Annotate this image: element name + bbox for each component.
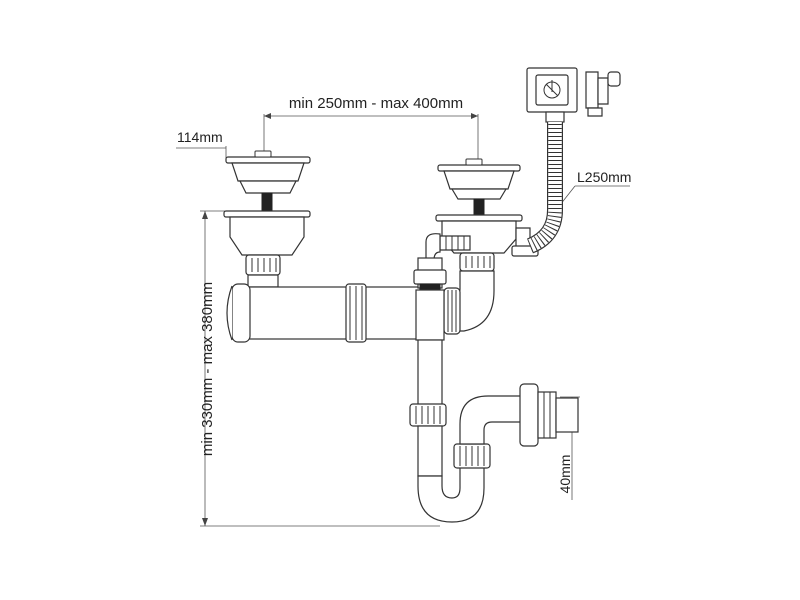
- right-strainer-assembly: [435, 158, 539, 272]
- overflow-hose: [526, 122, 563, 254]
- outlet-diameter-label: 40mm: [557, 455, 573, 494]
- bowl-spacing-dimension: min 250mm - max 400mm: [263, 95, 479, 160]
- vertical-riser: [409, 257, 447, 477]
- u-trap-bend: [417, 395, 523, 523]
- overflow-pipe: [425, 233, 471, 261]
- right-elbow: [443, 270, 495, 335]
- hose-length-dimension: L250mm: [559, 169, 631, 206]
- trap-height-dimension: min 330mm - max 380mm: [199, 210, 440, 527]
- bowl-spacing-label: min 250mm - max 400mm: [289, 95, 463, 112]
- strainer-diameter-label: 114mm: [177, 129, 223, 145]
- left-strainer-assembly: [223, 150, 311, 288]
- overflow-inlet: [526, 67, 621, 123]
- trap-height-label: min 330mm - max 380mm: [199, 282, 216, 456]
- wall-outlet: [519, 383, 579, 447]
- horizontal-connection-pipe: [226, 283, 421, 343]
- strainer-diameter-dimension: 114mm: [176, 129, 227, 160]
- hose-length-label: L250mm: [577, 169, 631, 185]
